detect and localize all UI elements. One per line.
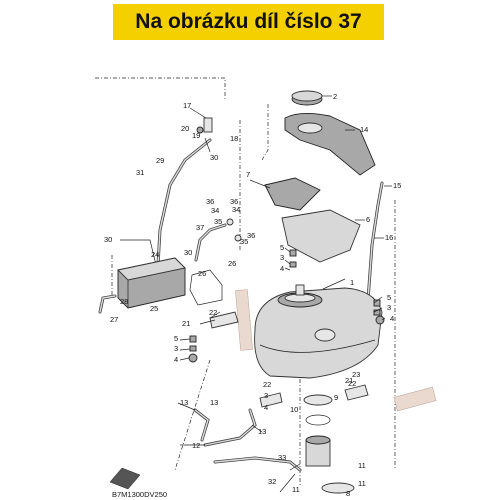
- frame-lines: [95, 77, 396, 485]
- label-24: 24: [151, 250, 159, 259]
- tank-cover-upper: [284, 113, 376, 176]
- label-25: 25: [150, 304, 158, 313]
- label-4d: 4: [264, 403, 268, 412]
- canister-bracket: [189, 269, 223, 306]
- label-35a: 35: [214, 217, 222, 226]
- label-9: 9: [334, 393, 338, 402]
- label-30a: 30: [210, 153, 218, 162]
- breather-hose-upper: [156, 137, 212, 267]
- label-19: 19: [192, 131, 200, 140]
- label-4a: 4: [280, 264, 284, 273]
- label-36b: 36: [230, 197, 238, 206]
- label-5b: 5: [387, 293, 391, 302]
- label-37: 37: [196, 223, 204, 232]
- label-3d: 3: [264, 391, 268, 400]
- label-26a: 26: [198, 269, 206, 278]
- hose-part-37: [194, 218, 242, 262]
- drain-hose-right: [366, 181, 392, 302]
- bracket-part-7: [249, 177, 321, 211]
- label-31: 31: [136, 168, 144, 177]
- screws-left: [188, 335, 198, 363]
- label-22a: 22: [209, 308, 217, 317]
- label-18: 18: [230, 134, 238, 143]
- screws-right: [289, 249, 385, 325]
- label-10: 10: [290, 405, 298, 414]
- fuel-gauge: [321, 482, 355, 494]
- label-22c: 22: [348, 379, 356, 388]
- label-36a: 36: [206, 197, 214, 206]
- banner-text: Na obrázku díl číslo 37: [135, 10, 362, 33]
- label-22b: 22: [263, 380, 271, 389]
- title-banner: Na obrázku díl číslo 37: [113, 4, 384, 40]
- label-7: 7: [246, 170, 250, 179]
- label-3b: 3: [387, 303, 391, 312]
- label-4b: 4: [390, 314, 394, 323]
- canister: [117, 257, 186, 309]
- label-34a: 34: [211, 206, 219, 215]
- label-14: 14: [360, 125, 368, 134]
- label-20: 20: [181, 124, 189, 133]
- label-8: 8: [346, 489, 350, 498]
- label-34b: 34: [232, 205, 240, 214]
- fuel-pump: [303, 394, 333, 467]
- clamps: [209, 311, 369, 408]
- label-16: 16: [385, 233, 393, 242]
- label-1: 1: [350, 278, 354, 287]
- label-21a: 21: [182, 319, 190, 328]
- label-12: 12: [192, 441, 200, 450]
- label-11c: 11: [358, 479, 366, 488]
- label-35b: 35: [240, 237, 248, 246]
- label-36c: 36: [247, 231, 255, 240]
- label-15: 15: [393, 181, 401, 190]
- label-3c: 3: [174, 344, 178, 353]
- fuel-cap: [291, 90, 332, 106]
- label-28: 28: [120, 297, 128, 306]
- part-labels: 1 2 3 4 5 3 4 5 3 4 5 3 4 6 7 8 9 10 11 …: [104, 92, 401, 499]
- front-arrow-icon: [109, 467, 141, 490]
- fuel-pipes: [193, 408, 302, 472]
- label-4c: 4: [174, 355, 178, 364]
- label-32: 32: [268, 477, 276, 486]
- fuel-tank: [254, 284, 383, 379]
- label-27: 27: [110, 315, 118, 324]
- label-2: 2: [333, 92, 337, 101]
- fitting-top: [189, 107, 213, 134]
- label-33: 33: [278, 453, 286, 462]
- tank-pad: [281, 209, 365, 263]
- label-17: 17: [183, 101, 191, 110]
- label-11b: 11: [292, 485, 300, 494]
- label-30c: 30: [184, 248, 192, 257]
- label-21b: 21: [345, 376, 353, 385]
- label-30b: 30: [104, 235, 112, 244]
- hose-part-27: [98, 294, 117, 314]
- label-29: 29: [156, 156, 164, 165]
- label-3a: 3: [280, 253, 284, 262]
- hose-30-left: [120, 239, 157, 266]
- label-13a: 13: [180, 398, 188, 407]
- label-5a: 5: [280, 243, 284, 252]
- diagram-code: B7M1300DV250: [112, 490, 167, 499]
- label-23: 23: [352, 370, 360, 379]
- label-13c: 13: [210, 398, 218, 407]
- label-5c: 5: [174, 334, 178, 343]
- leader-lines: [177, 247, 386, 493]
- rubber-strips: [235, 289, 437, 412]
- label-13b: 13: [258, 427, 266, 436]
- label-26b: 26: [228, 259, 236, 268]
- label-11a: 11: [358, 461, 366, 470]
- label-6: 6: [366, 215, 370, 224]
